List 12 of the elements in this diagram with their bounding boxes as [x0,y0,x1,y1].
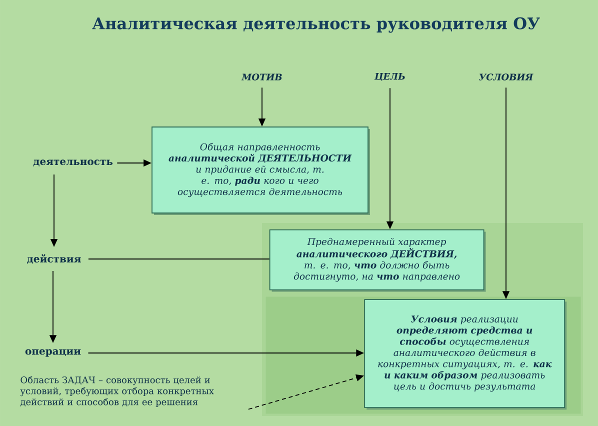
connector-line [88,258,270,260]
level-label: действия [27,254,81,264]
title: Аналитическая деятельность руководителя ОУ [92,17,540,33]
level-label: деятельность [33,160,113,166]
column-heading: ЦЕЛЬ [374,73,405,81]
description-box: Условия реализации определяют средства и способы осуществления аналитического действия в конкретных ситуациях, т. е. как и каким образом реализовать цель и достичь результата [364,299,567,410]
note-text: Область ЗАДАЧ – совокупность целей и условий, требующих отбора конкретных действий и способов для ее решения [20,376,214,408]
level-label: операции [25,349,81,357]
column-heading: МОТИВ [241,74,282,80]
description-box: Преднамеренный характер аналитического ДЕЙСТВИЯ, т. е. то, что должно быть достигнуто, на что направлено [269,229,486,292]
description-box: Общая направленность аналитической ДЕЯТЕЛЬНОСТИ и придание ей смысла, т. е. то, ради кого и чего осуществляется деятельность [152,126,370,215]
column-heading: УСЛОВИЯ [479,74,534,80]
